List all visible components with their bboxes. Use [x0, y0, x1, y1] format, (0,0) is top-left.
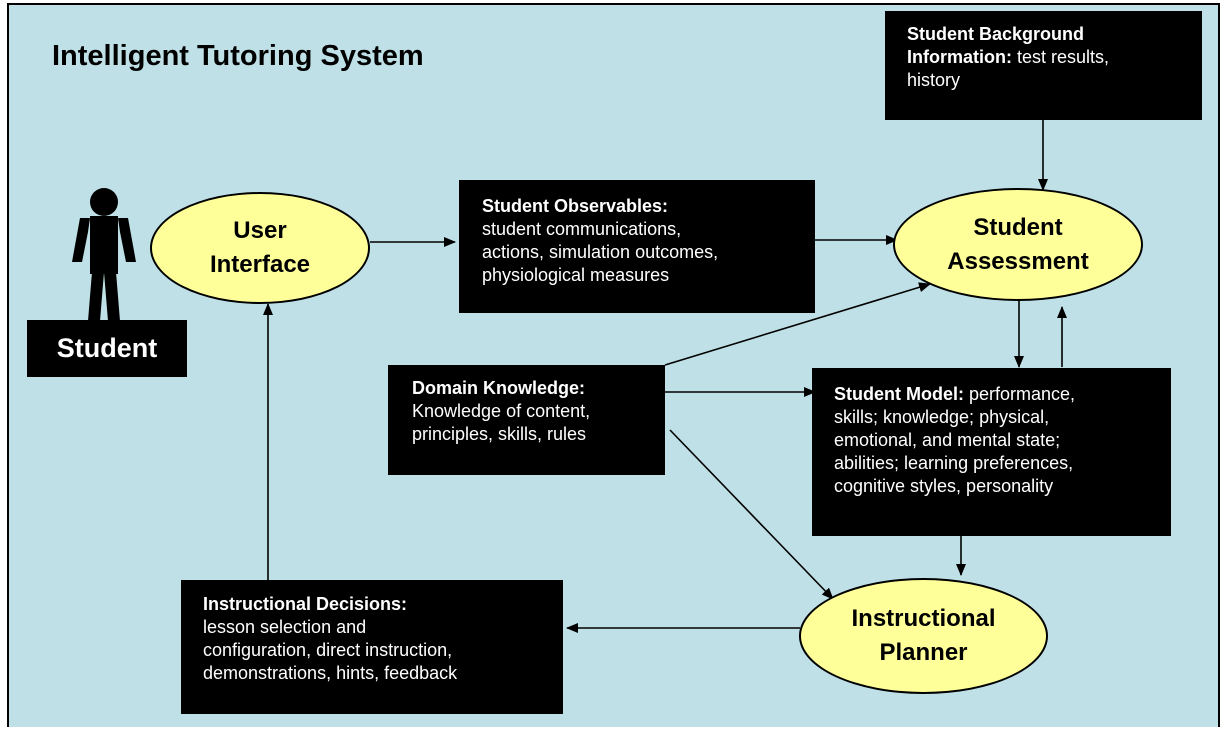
- domain-line: Knowledge of content,: [412, 401, 591, 421]
- observables-line: actions, simulation outcomes,: [482, 242, 719, 262]
- domain-line: principles, skills, rules: [412, 424, 587, 444]
- background-heading: Student Background: [907, 24, 1085, 44]
- background-rest2: test results,: [1012, 47, 1110, 67]
- observables-line: student communications,: [482, 219, 682, 239]
- diagram-title: Intelligent Tutoring System: [52, 40, 424, 72]
- model-line: cognitive styles, personality: [834, 476, 1054, 496]
- user-interface-line1: User: [233, 217, 287, 244]
- background-line: history: [907, 70, 961, 90]
- domain-knowledge-box: Domain Knowledge: Knowledge of content, …: [388, 365, 665, 475]
- instructional-planner-line2: Planner: [879, 639, 968, 666]
- model-line: skills; knowledge; physical,: [834, 407, 1050, 427]
- student-assessment-line1: Student: [973, 213, 1063, 241]
- observables-heading: Student Observables:: [482, 196, 669, 216]
- student-observables-box: Student Observables: student communicati…: [459, 180, 815, 313]
- model-line: emotional, and mental state;: [834, 430, 1061, 450]
- decisions-heading: Instructional Decisions:: [203, 594, 408, 614]
- person-icon: [72, 188, 136, 321]
- student-background-box: Student Background Information: test res…: [885, 11, 1202, 120]
- instructional-planner-line1: Instructional: [851, 605, 996, 632]
- decisions-line: lesson selection and: [203, 617, 367, 637]
- observables-line: physiological measures: [482, 265, 670, 285]
- model-line: abilities; learning preferences,: [834, 453, 1074, 473]
- model-heading: Student Model:: [834, 384, 964, 404]
- student-model-box: Student Model: performance, skills; know…: [812, 368, 1171, 536]
- decisions-line: configuration, direct instruction,: [203, 640, 453, 660]
- student-assessment-node: Student Assessment: [893, 188, 1143, 301]
- decisions-line: demonstrations, hints, feedback: [203, 663, 458, 683]
- domain-heading: Domain Knowledge:: [412, 378, 586, 398]
- arrow-domain-to-assessment: [664, 282, 931, 366]
- user-interface-node: User Interface: [150, 192, 370, 304]
- model-rest1: performance,: [963, 384, 1076, 404]
- user-interface-line2: Interface: [209, 251, 311, 278]
- arrow-domain-to-planner: [669, 429, 834, 600]
- instructional-planner-node: Instructional Planner: [799, 578, 1048, 694]
- student-assessment-line2: Assessment: [947, 247, 1089, 275]
- student-label: Student: [27, 320, 187, 377]
- background-heading2: Information:: [907, 47, 1012, 67]
- instructional-decisions-box: Instructional Decisions: lesson selectio…: [181, 580, 563, 714]
